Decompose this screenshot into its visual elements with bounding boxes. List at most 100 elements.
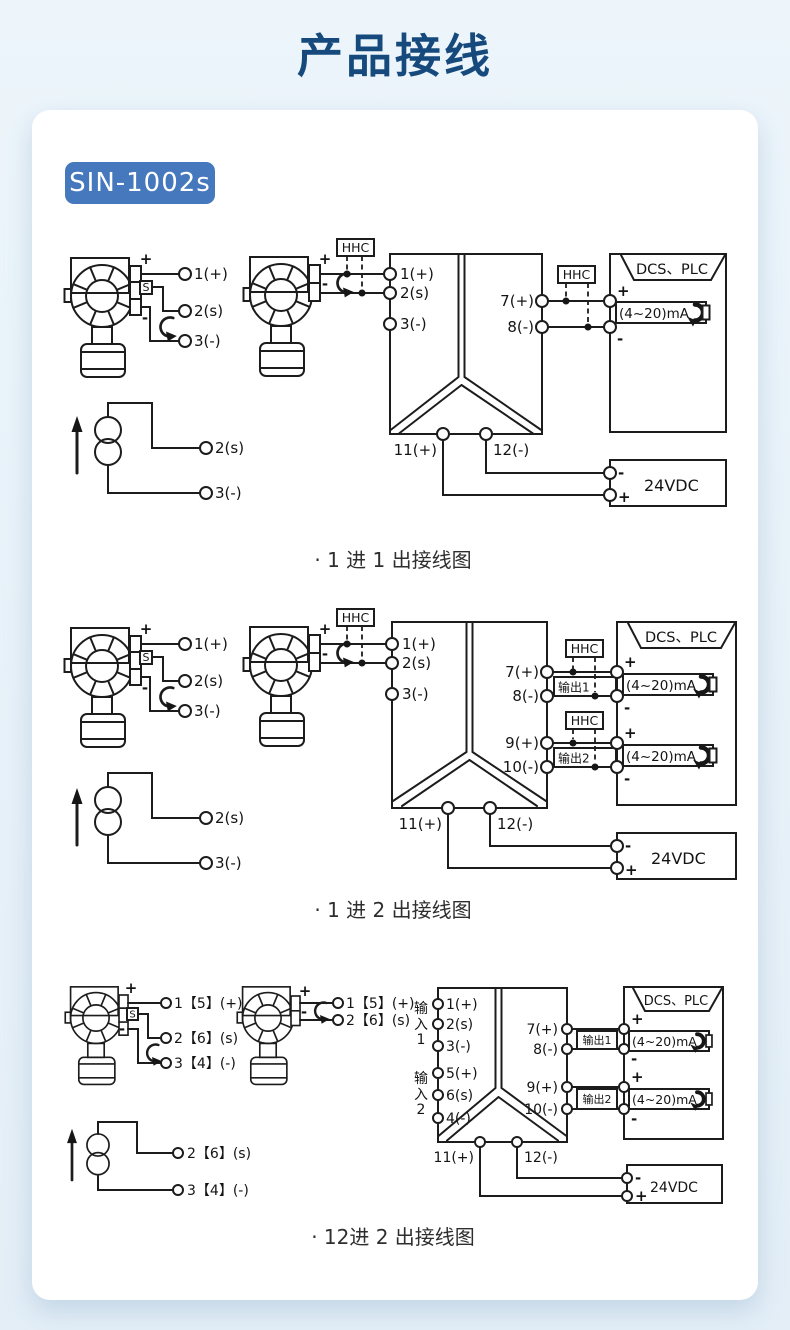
terminal: [618, 1081, 630, 1093]
out-7-label: 7(+): [505, 663, 539, 681]
transmitter-icon: [242, 626, 313, 747]
d3-transmitter-a: S + - 1【5】(+) 2【6】(s) 3【4】(-): [64, 979, 242, 1086]
terminal: [178, 334, 192, 348]
dcs-banner: [627, 622, 736, 649]
terminal: [432, 1112, 444, 1124]
terminal: [535, 294, 549, 308]
terminal: [332, 997, 344, 1009]
minus-label: -: [618, 464, 624, 482]
wires: [97, 1121, 174, 1191]
d2-dcs-plc: DCS、PLC + - (4~20)mA + - (4~20)mA: [610, 621, 737, 806]
in1-3-label: 3(-): [446, 1039, 471, 1055]
terminal: [178, 304, 192, 318]
terminal: [561, 1081, 573, 1093]
plus-label: +: [140, 250, 153, 268]
terminal: [432, 998, 444, 1010]
minus-label: -: [617, 330, 623, 348]
in1-2-label: 2(s): [446, 1017, 473, 1033]
in2-5-label: 5(+): [446, 1066, 478, 1082]
in-2-label: 2(s): [402, 654, 431, 672]
junction-dot: [343, 270, 351, 278]
power-label: 24VDC: [644, 476, 699, 495]
d3-output-loops: 输出1 输出2: [571, 1028, 620, 1110]
in2-6-label: 6(s): [446, 1088, 473, 1104]
in-3-label: 3(-): [400, 315, 427, 333]
terminal: [610, 689, 624, 703]
terminal-2-label: 2【6】(s): [187, 1146, 251, 1162]
output1-box: [576, 1030, 618, 1050]
power-label: 24VDC: [651, 849, 706, 868]
plus-label: +: [624, 653, 637, 671]
dcs-label: DCS、PLC: [644, 994, 709, 1009]
terminal: [561, 1023, 573, 1035]
d1-output-loop: HHC: [547, 265, 605, 331]
terminal: [540, 760, 554, 774]
d3-dcs-plc: DCS、PLC + - (4~20)mA + - (4~20)mA: [618, 986, 724, 1140]
terminal: [479, 427, 493, 441]
adjust-arrow-icon: [159, 686, 179, 713]
model-badge: SIN-1002s: [65, 162, 215, 204]
terminal: [432, 1018, 444, 1030]
plus-label: +: [319, 250, 332, 268]
terminal: [178, 704, 192, 718]
terminal-block: [308, 634, 321, 672]
d1-dcs-plc: DCS、PLC + - (4~20)mA: [603, 253, 727, 433]
wires: [547, 300, 605, 328]
terminal-2-label: 2(s): [194, 672, 223, 690]
minus-label: -: [142, 309, 148, 327]
d1-transmitter-left: S + - 1(+) 2(s) 3(-): [63, 250, 228, 378]
junction-dot: [591, 763, 599, 771]
transmitter-icon: [63, 627, 134, 748]
hhc-dashed-links: [346, 256, 363, 289]
terminal: [432, 1089, 444, 1101]
junction-dot: [358, 659, 366, 667]
terminal: [160, 1032, 172, 1044]
plus-label: +: [299, 982, 312, 1000]
input1-char: 输: [414, 1001, 428, 1017]
terminal-3-label: 3【4】(-): [174, 1056, 236, 1072]
current-source-icon: [86, 1133, 110, 1176]
terminal: [603, 294, 617, 308]
output1-label: 输出1: [583, 1033, 612, 1047]
ma-loop-label: (4~20)mA: [626, 749, 697, 765]
d2-power-supply: - + 24VDC: [447, 813, 737, 880]
d3-isolator: 1(+) 2(s) 3(-) 5(+) 6(s) 4(-) 输 入 1 输 入 …: [414, 987, 573, 1166]
wires: [447, 813, 612, 869]
minus-label: -: [322, 645, 328, 663]
terminal: [540, 689, 554, 703]
out-8-label: 8(-): [507, 318, 534, 336]
input2-char: 输: [414, 1071, 428, 1087]
transmitter-icon: [236, 986, 295, 1086]
ma-loop-label: (4~20)mA: [626, 678, 697, 694]
terminal-1-label: 1【5】(+): [174, 996, 242, 1012]
hhc-dashed-links: [572, 729, 596, 763]
sensor-terminal-box: [126, 1007, 139, 1021]
terminal: [610, 839, 624, 853]
plus-label: +: [635, 1187, 648, 1205]
d2-transmitter-mid: + - HHC: [242, 608, 387, 747]
terminal: [618, 1103, 630, 1115]
wiring-card: [32, 110, 758, 1300]
dcs-body: [609, 253, 727, 433]
terminal: [199, 856, 213, 870]
diagram-2: S + - 1(+) 2(s) 3(-) 2(s) 3(-): [63, 608, 737, 922]
terminal: [160, 997, 172, 1009]
terminal: [160, 1057, 172, 1069]
in1-1-label: 1(+): [446, 997, 478, 1013]
terminal-3-label: 3【4】(-): [187, 1183, 249, 1199]
terminal: [603, 320, 617, 334]
wires: [140, 643, 180, 712]
wires: [127, 1002, 162, 1064]
wires: [319, 643, 387, 664]
junction-dot: [569, 739, 577, 747]
input2-char: 2: [417, 1102, 426, 1118]
load-resistor-icon: [705, 1092, 713, 1106]
plus-label: +: [140, 620, 153, 638]
terminal: [610, 861, 624, 875]
terminal: [535, 320, 549, 334]
terminal: [610, 665, 624, 679]
terminal: [618, 1023, 630, 1035]
terminal: [385, 687, 399, 701]
